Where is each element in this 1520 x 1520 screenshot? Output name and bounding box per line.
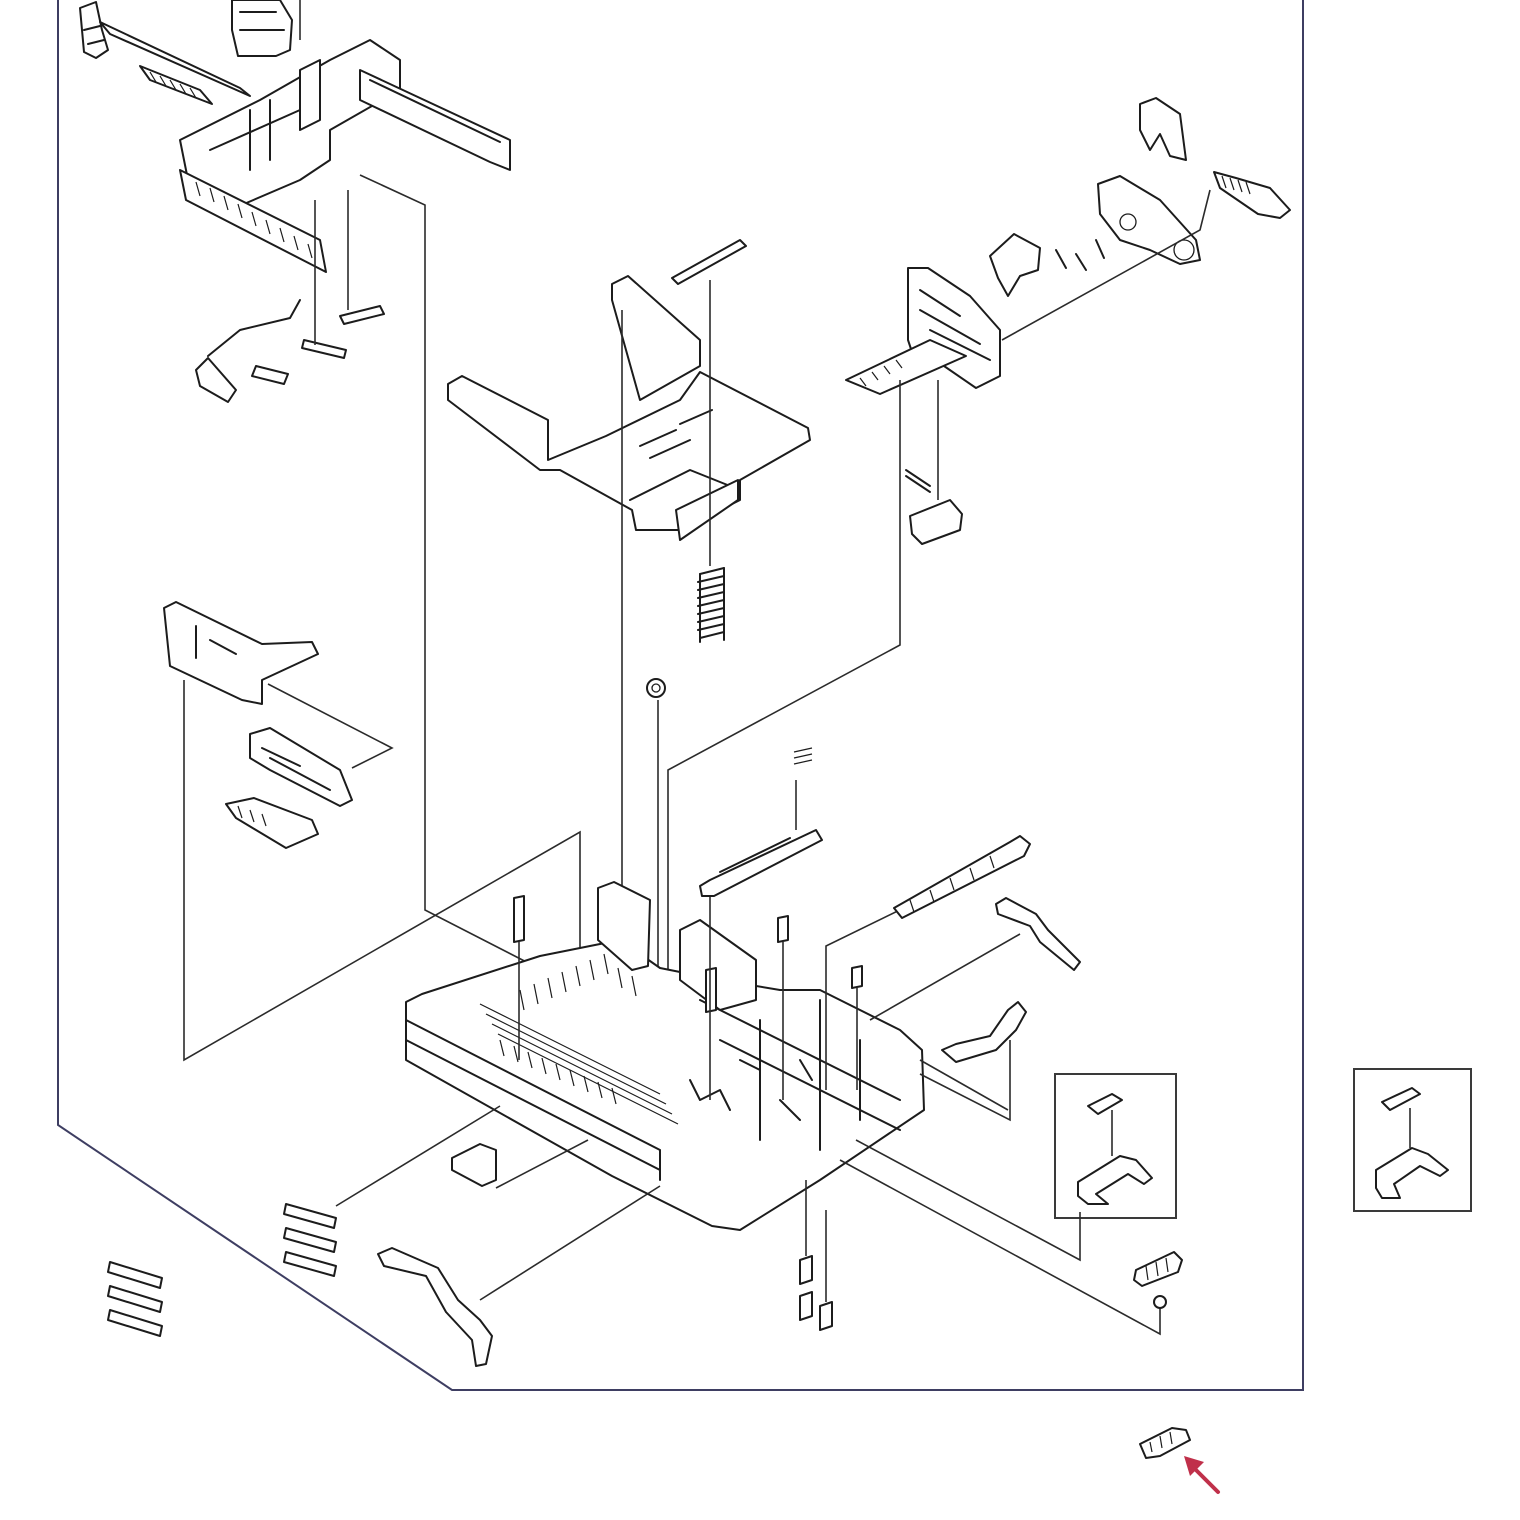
detail-inset-inner — [1054, 1073, 1177, 1219]
upper-frame-assembly — [79, 0, 511, 403]
detail-inset-outer — [1353, 1068, 1472, 1212]
tray-base-assembly — [405, 881, 925, 1231]
sensor-bracket-group — [163, 601, 353, 849]
leader-lines-left — [183, 680, 581, 1062]
screw-set-a — [283, 1203, 337, 1277]
highlighted-part — [1139, 1427, 1191, 1459]
assembly-frame — [57, 0, 1304, 1391]
right-middle-parts — [699, 747, 1081, 1063]
drive-side-assembly — [845, 97, 1291, 545]
pickup-plate-assembly — [447, 239, 811, 698]
leader-lines-right — [839, 1059, 1161, 1336]
indicator-arrow-icon — [1184, 1456, 1220, 1494]
bottom-right-parts — [1133, 1251, 1183, 1309]
screw-set-b — [107, 1261, 163, 1337]
leader-lines-upper-right — [667, 189, 1211, 990]
bottom-left-fasteners — [107, 1143, 497, 1367]
leader-lines-bottom-left — [335, 1105, 661, 1301]
leader-lines-base — [518, 780, 1021, 1122]
leader-lines-upper-left — [299, 0, 621, 1011]
bottom-screws — [799, 1180, 833, 1331]
